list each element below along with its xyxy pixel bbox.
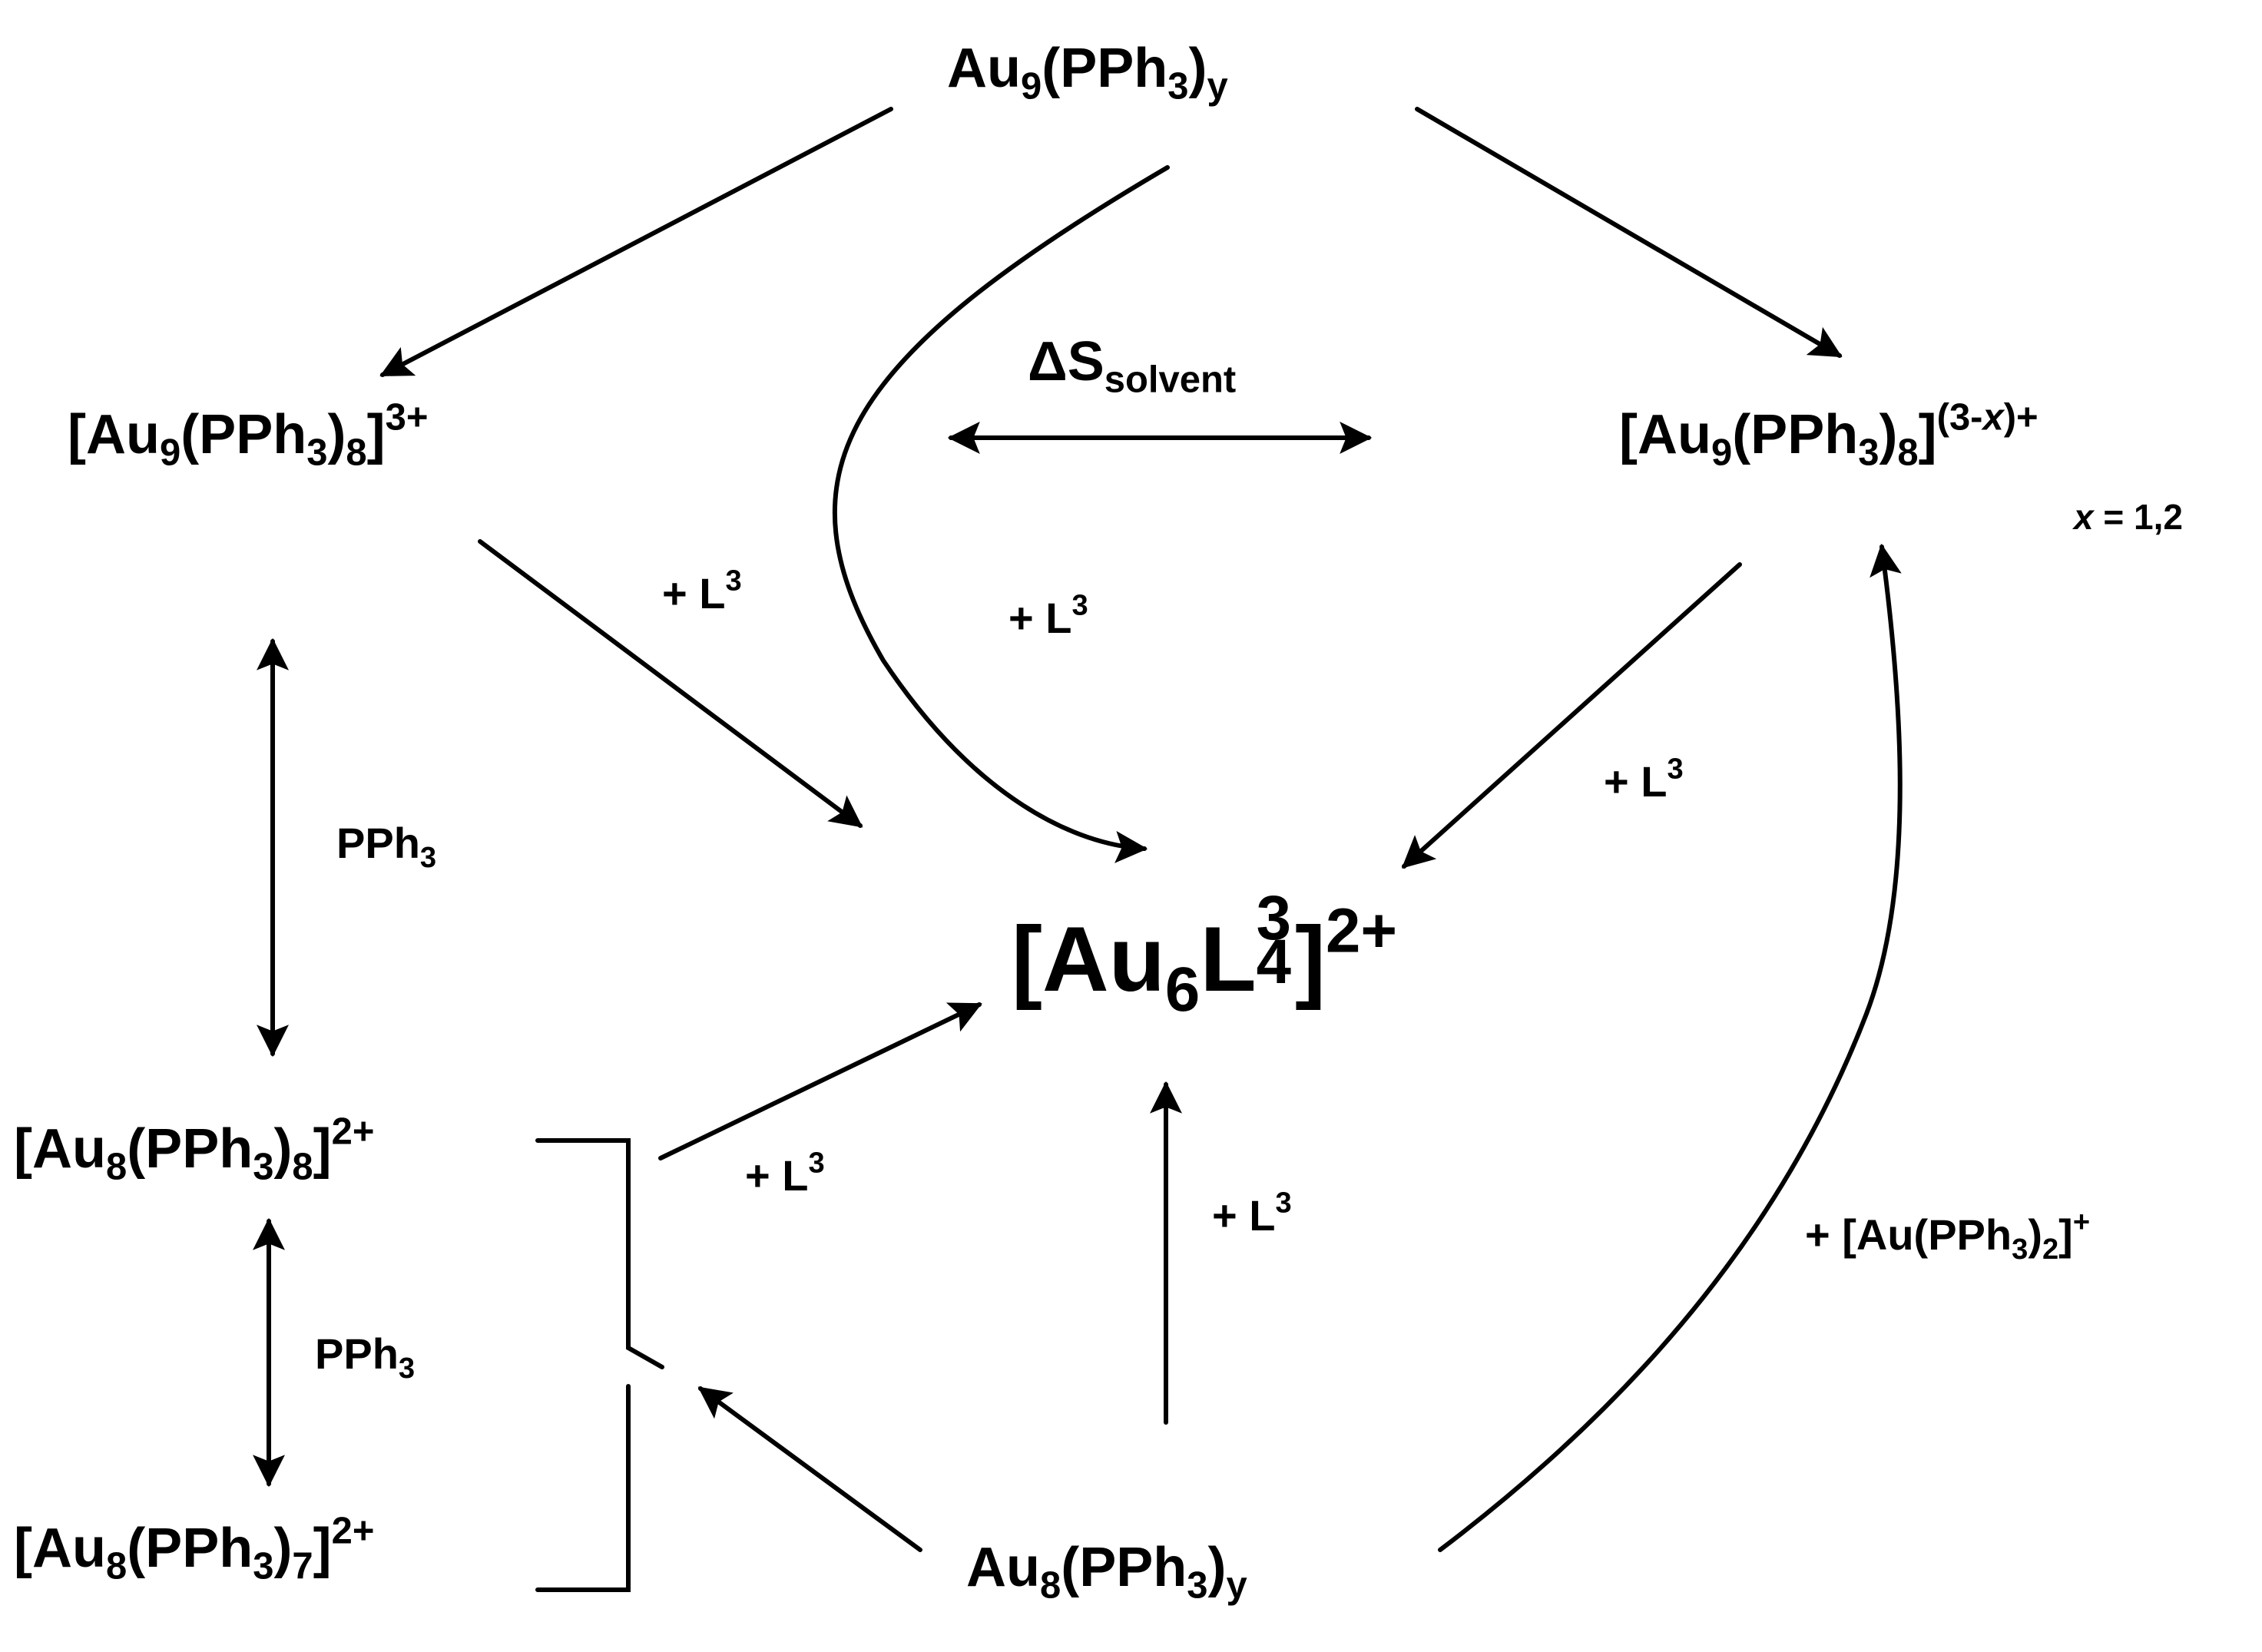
arrow-au9-3plus-to-au6 — [478, 539, 863, 828]
arrow-au9-3minusx-to-au6 — [1401, 562, 1742, 869]
arrow-au8-group-to-au6 — [658, 1002, 982, 1160]
label-plus-l3: + L3 — [1604, 753, 1684, 806]
label-pph3-upper: PPh3 — [336, 819, 437, 875]
arrow-au9top-to-au6-curved — [832, 165, 1170, 863]
arrow-au9top-to-au9-3plus — [379, 107, 893, 377]
species-au9-pph3-8-3plus: [Au9(PPh3)8]3+ — [68, 396, 429, 474]
label-delta-s-solvent: ΔSsolvent — [1028, 331, 1237, 401]
species-au8-pph3-y: Au8(PPh3)y — [966, 1537, 1247, 1607]
species-au8-pph3-7-2plus: [Au8(PPh3)7]2+ — [14, 1510, 375, 1587]
arrow-au9top-to-au9-3minusx — [1415, 107, 1843, 358]
label-plus-au-pph3-2: + [Au(PPh3)2]+ — [1805, 1206, 2091, 1266]
arrow-au8bottom-to-au9-3minusx-curved — [1438, 543, 1903, 1552]
species-au9-pph3-8-3minusx: [Au9(PPh3)8](3-x)+ — [1619, 396, 2038, 474]
species-au9-pph3-y: Au9(PPh3)y — [947, 38, 1228, 108]
label-plus-l3: + L3 — [662, 564, 742, 617]
bracket-au8-group — [535, 1138, 664, 1592]
arrow-au8bottom-to-bracket — [697, 1386, 922, 1552]
condition-x-equals: x = 1,2 — [2074, 497, 2183, 537]
label-plus-l3: + L3 — [1212, 1187, 1292, 1240]
species-au8-pph3-8-2plus: [Au8(PPh3)8]2+ — [14, 1111, 375, 1188]
label-pph3-lower: PPh3 — [315, 1329, 416, 1385]
label-plus-l3: + L3 — [1008, 589, 1088, 642]
label-plus-l3: + L3 — [745, 1147, 825, 1200]
